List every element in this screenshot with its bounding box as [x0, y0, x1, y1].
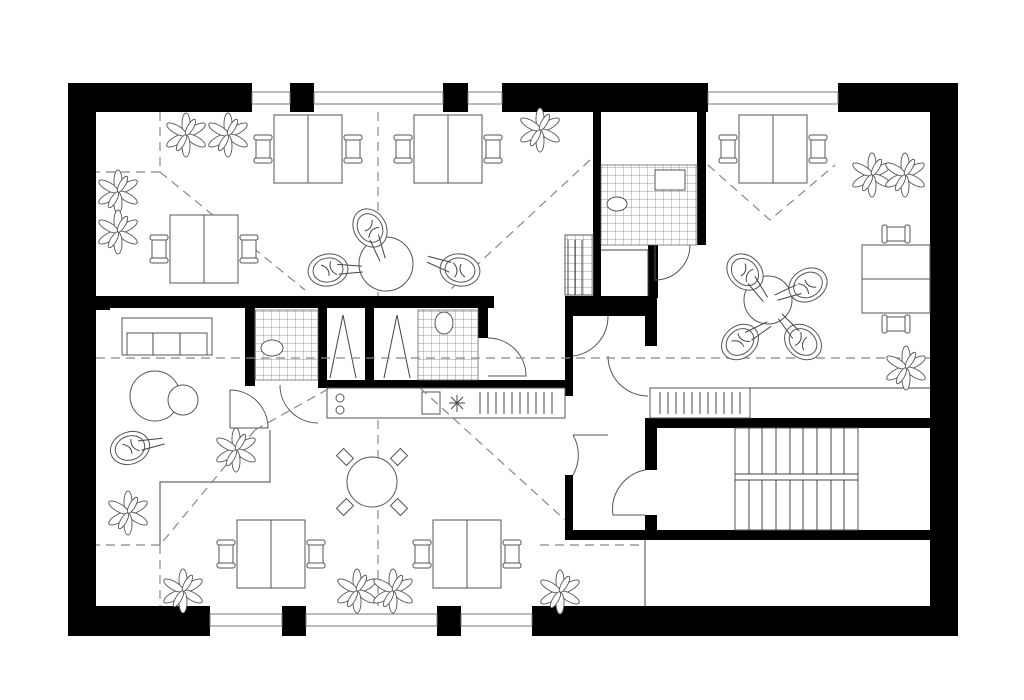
lounge-chair-icon	[423, 247, 483, 290]
plant-icon	[96, 209, 140, 255]
desk-icon	[394, 115, 502, 183]
desk-icon	[217, 520, 325, 588]
plant-icon	[884, 345, 928, 391]
plant-icon	[96, 169, 140, 215]
plant-icon	[106, 490, 150, 536]
desk-icon	[150, 215, 258, 283]
sofa-icon	[121, 317, 213, 356]
windows	[209, 91, 839, 627]
lounge-chair-icon	[105, 420, 168, 471]
plant-icon	[883, 152, 927, 198]
interior-walls	[96, 112, 930, 540]
desk-icon	[254, 115, 362, 183]
lounge-areas	[105, 202, 834, 517]
desk-icon	[862, 225, 930, 333]
kitchen-counter-icon	[326, 240, 930, 419]
lounge-chair-icon	[305, 247, 365, 290]
zone-lines	[96, 112, 930, 606]
toilet-icon	[260, 339, 284, 357]
plant-icon	[335, 568, 379, 614]
desk-icon	[719, 115, 827, 183]
door-swing-icon	[159, 244, 691, 545]
bathrooms	[254, 164, 698, 381]
plant-icon	[850, 152, 894, 198]
toilet-icon	[606, 196, 628, 212]
plant-icon	[518, 107, 562, 153]
toilet-icon	[434, 311, 454, 335]
desk-icon	[413, 520, 521, 588]
stairs-icon	[644, 427, 859, 606]
plant-icon	[164, 112, 208, 158]
outer-walls	[68, 83, 958, 636]
plant-icon	[206, 112, 250, 158]
